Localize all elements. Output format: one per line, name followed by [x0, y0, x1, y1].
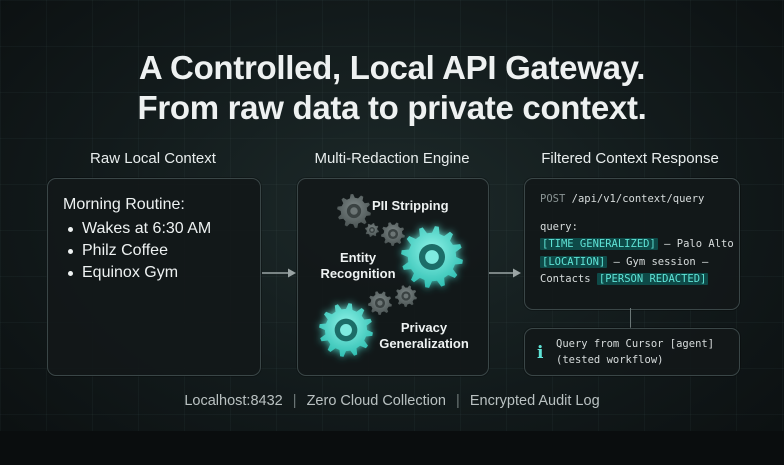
- request-path: /api/v1/context/query: [571, 193, 705, 205]
- stage-entity-recognition: Entity Recognition: [310, 250, 406, 282]
- gear-icon: [368, 291, 392, 315]
- stage-privacy-generalization: Privacy Generalization: [372, 320, 476, 352]
- column-title-engine: Multi-Redaction Engine: [314, 150, 470, 167]
- gears-illustration: [319, 194, 463, 357]
- time-generalized-tag: [TIME GENERALIZED]: [540, 238, 658, 250]
- stage-entity-line-1: Entity: [339, 250, 377, 265]
- location-tag: [LOCATION]: [540, 256, 608, 268]
- footer-separator: |: [456, 393, 460, 409]
- gear-icon: [381, 222, 405, 246]
- query-label: query:: [540, 221, 578, 233]
- gear-icon: [395, 285, 417, 307]
- routine-list: Wakes at 6:30 AM Philz Coffee Equinox Gy…: [66, 218, 211, 284]
- connector-line: [630, 308, 631, 328]
- arrow-right-icon: [489, 268, 521, 278]
- footer-localhost: Localhost:8432: [184, 393, 283, 409]
- bottom-band: [0, 431, 784, 465]
- column-title-raw: Raw Local Context: [90, 150, 216, 167]
- stage-entity-line-2: Recognition: [320, 266, 396, 281]
- query-info-line-2: (tested workflow): [556, 354, 664, 366]
- list-item: Wakes at 6:30 AM: [66, 218, 211, 240]
- routine-heading: Morning Routine:: [63, 196, 185, 213]
- person-redacted-tag: [PERSON REDACTED]: [596, 273, 709, 285]
- footer-separator: |: [292, 393, 297, 409]
- headline-line-1: A Controlled, Local API Gateway.: [138, 49, 646, 86]
- query-info-panel: [524, 328, 740, 376]
- footer-bar: Localhost:8432 | Zero Cloud Collection |…: [0, 393, 784, 409]
- response-line-contacts-text: Contacts: [540, 273, 597, 285]
- raw-context-panel: [47, 178, 261, 376]
- request-line: POST /api/v1/context/query: [540, 193, 704, 205]
- stage-privacy-line-2: Generalization: [379, 336, 469, 351]
- query-info-text: Query from Cursor [agent] (tested workfl…: [556, 336, 714, 368]
- footer-encrypted-log: Encrypted Audit Log: [469, 393, 600, 409]
- response-line-time-text: – Palo Alto: [657, 238, 734, 250]
- response-line-time: [TIME GENERALIZED] – Palo Alto: [540, 238, 734, 250]
- footer-zero-cloud: Zero Cloud Collection: [306, 393, 446, 409]
- list-item: Equinox Gym: [66, 262, 211, 284]
- list-item: Philz Coffee: [66, 240, 211, 262]
- arrow-right-icon: [262, 268, 296, 278]
- headline-line-2: From raw data to private context.: [137, 89, 647, 126]
- stage-privacy-line-1: Privacy: [400, 320, 448, 335]
- column-title-filtered: Filtered Context Response: [541, 150, 719, 167]
- redaction-engine-panel: [297, 178, 489, 376]
- response-line-location-text: – Gym session –: [607, 256, 709, 268]
- gear-icon: [365, 223, 379, 237]
- query-info-line-1: Query from Cursor [agent]: [556, 338, 715, 350]
- gear-icon: [337, 194, 371, 228]
- response-line-location: [LOCATION] – Gym session –: [540, 256, 708, 268]
- http-method: POST: [540, 193, 566, 205]
- gear-icon: [319, 303, 373, 357]
- stage-pii-stripping: PII Stripping: [372, 198, 449, 213]
- response-line-contacts: Contacts [PERSON REDACTED]: [540, 273, 709, 285]
- info-icon: i: [537, 343, 544, 363]
- gear-icon: [401, 226, 463, 288]
